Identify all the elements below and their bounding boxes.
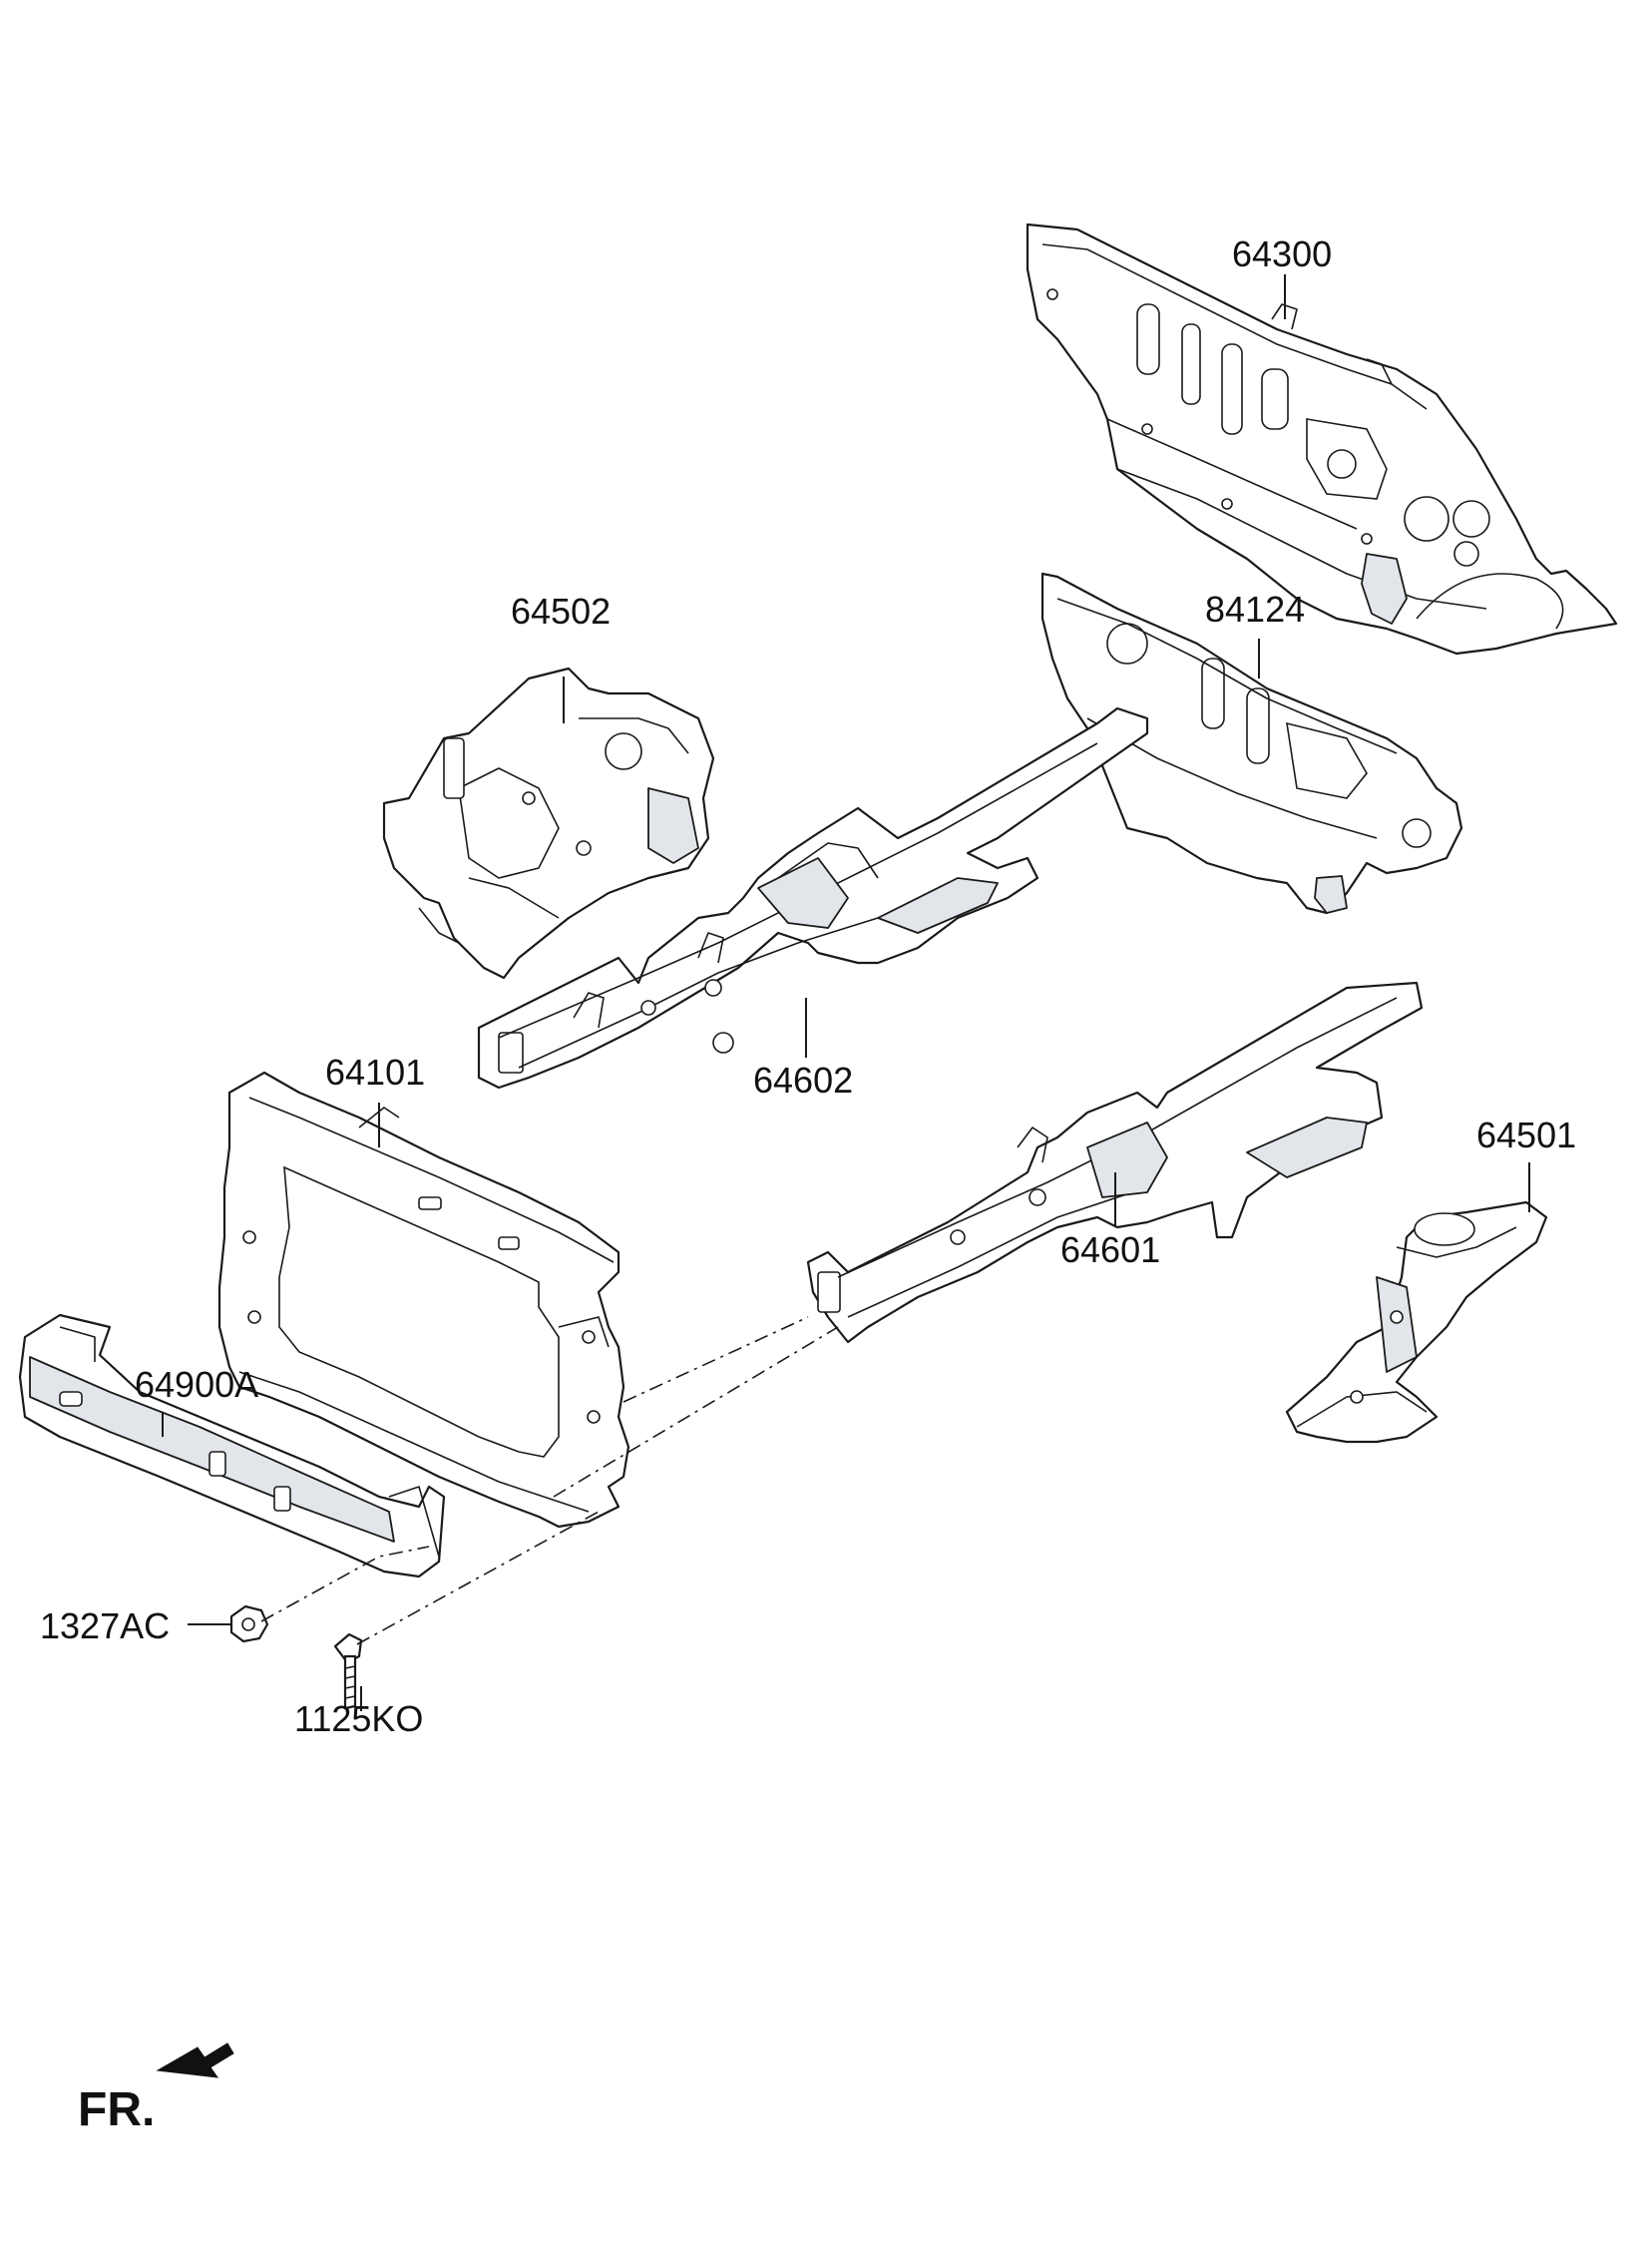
label-64101[interactable]: 64101 (325, 1052, 425, 1093)
label-64300[interactable]: 64300 (1232, 233, 1332, 274)
side-member-left-part[interactable] (477, 706, 1149, 1090)
label-84124[interactable]: 84124 (1205, 589, 1305, 630)
wheel-house-left-part[interactable] (382, 667, 715, 980)
radiator-support-part[interactable] (217, 1071, 630, 1529)
label-64602[interactable]: 64602 (753, 1060, 853, 1101)
label-64900A[interactable]: 64900A (135, 1364, 258, 1405)
label-1327AC[interactable]: 1327AC (40, 1605, 170, 1646)
bumper-beam-part[interactable] (18, 1313, 446, 1578)
label-64502[interactable]: 64502 (511, 591, 611, 632)
dash-panel-part[interactable] (1026, 223, 1618, 656)
front-direction-indicator: FR. (78, 2042, 234, 2136)
part-labels: 64300 84124 64502 64602 64101 64601 6450… (40, 233, 1576, 1739)
side-member-right-part[interactable] (806, 981, 1424, 1344)
leader-lines (162, 274, 1530, 1711)
label-1125KO[interactable]: 1125KO (294, 1698, 423, 1739)
label-64601[interactable]: 64601 (1060, 1229, 1160, 1270)
wheel-house-right-part[interactable] (1285, 1200, 1548, 1444)
front-label: FR. (78, 2083, 155, 2136)
bolt-part[interactable] (333, 1632, 363, 1710)
dash-insulator-part[interactable] (1040, 572, 1463, 915)
front-arrow-icon (156, 2042, 234, 2078)
assembly-guide-lines (260, 1316, 839, 1645)
label-64501[interactable]: 64501 (1476, 1115, 1576, 1155)
nut-part[interactable] (229, 1604, 269, 1643)
